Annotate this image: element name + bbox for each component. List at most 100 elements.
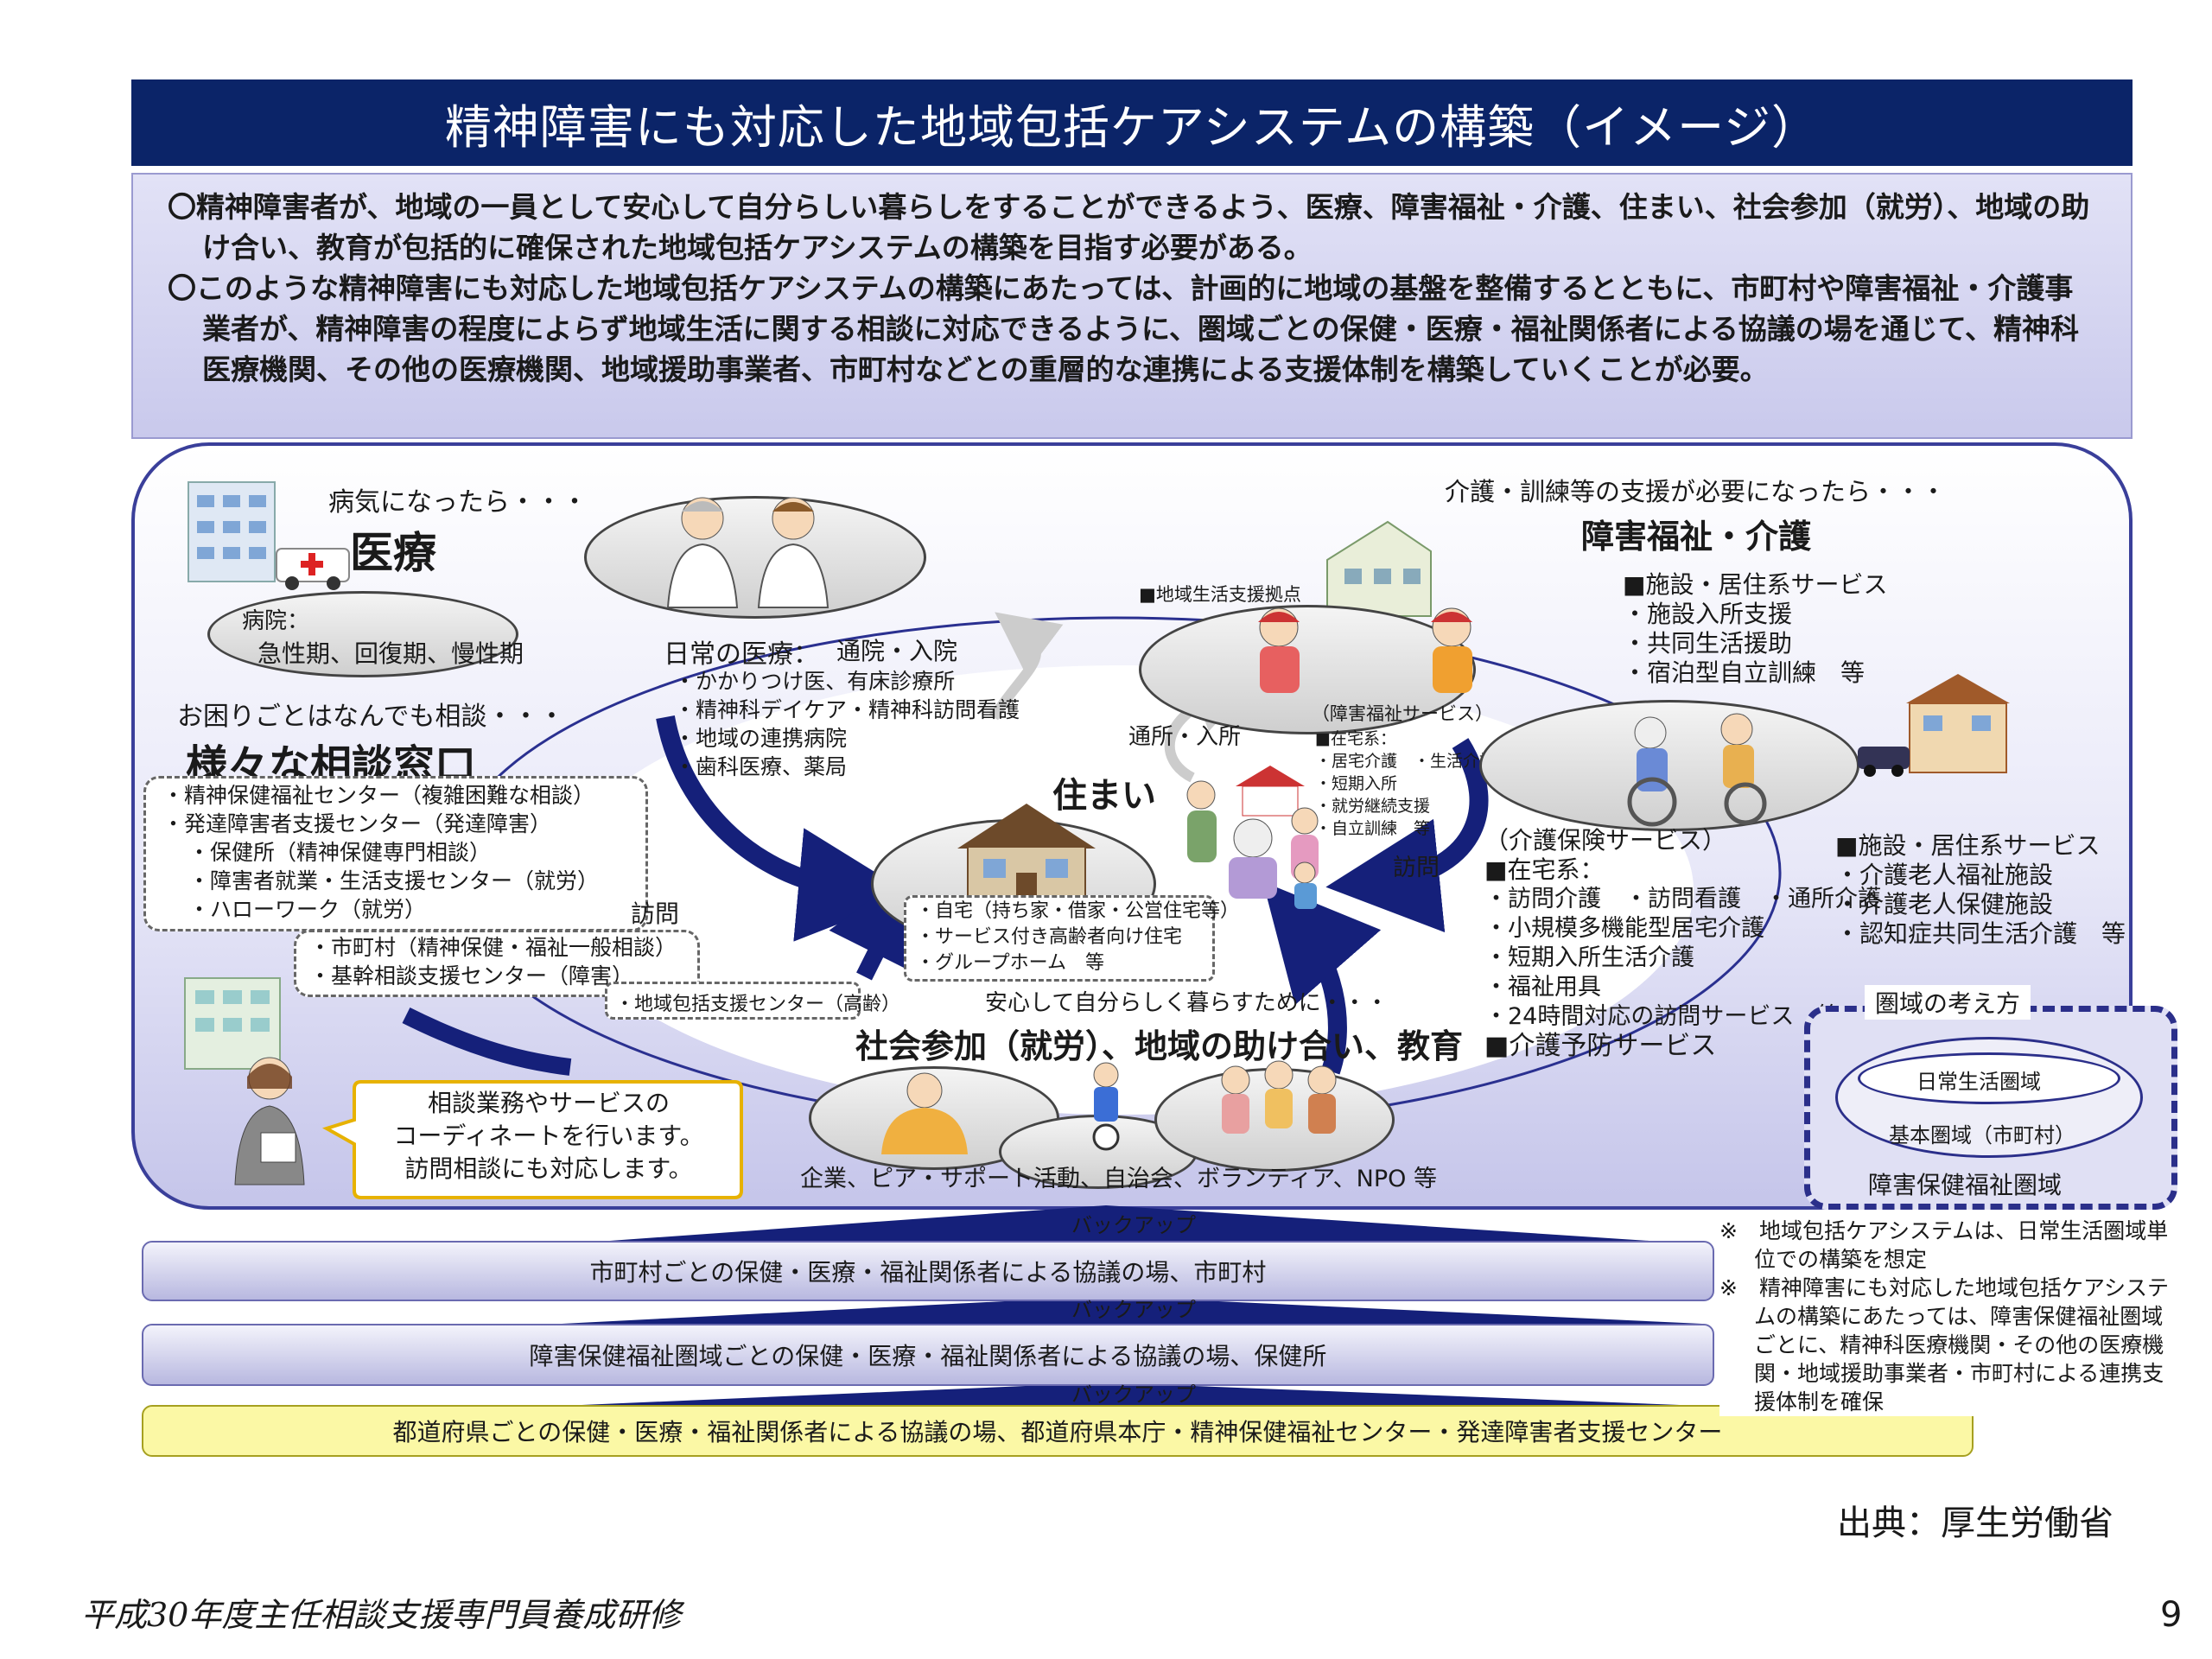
daily-medical-item: ・歯科医療、薬局: [674, 754, 848, 779]
social-caption: 安心して自分らしく暮らすために・・・: [985, 990, 1389, 1016]
note-1: ※ 地域包括ケアシステムは、日常生活圏域単位での構築を想定: [1719, 1218, 2169, 1272]
arrow-consult-left: [402, 1007, 572, 1076]
backup-label-3: バックアップ: [1071, 1382, 1196, 1407]
region-title: 圏域の考え方: [1865, 985, 2031, 1020]
kaigo-prevention: ■介護予防サービス: [1484, 1031, 1717, 1061]
welfare-service-label: （障害福祉サービス）: [1312, 703, 1493, 724]
footer-course-name: 平成30年度主任相談支援専門員養成研修: [81, 1596, 682, 1634]
welfare-heading: 障害福祉・介護: [1581, 518, 1812, 556]
bubble-line: コーディネートを行います。: [393, 1122, 704, 1150]
bubble-line: 相談業務やサービスの: [427, 1089, 670, 1117]
kaigo-shisetsu-title: ■施設・居住系サービス: [1835, 831, 2101, 860]
kaigo-item: ・福祉用具: [1484, 974, 1601, 1001]
region-outer-label: 障害保健福祉圏域: [1868, 1171, 2063, 1199]
kaigo-item: ・短期入所生活介護: [1484, 944, 1694, 971]
consult-list-2: ・市町村（精神保健・福祉一般相談） ・基幹相談支援センター（障害）: [309, 933, 677, 990]
hospital-detail: 急性期、回復期、慢性期: [257, 639, 524, 668]
family-icon: [1186, 766, 1319, 909]
chiiki-box: [605, 982, 861, 1020]
hospital-title: 病院：: [242, 608, 310, 634]
kaigo-title: （介護保険サービス）: [1484, 826, 1727, 855]
social-heading: 社会参加（就労）、地域の助け合い、教育: [855, 1027, 1464, 1065]
backup-wedge-1: [562, 1205, 1702, 1244]
caregivers-icon: [1258, 607, 1472, 693]
kaigo-shisetsu-item: ・認知症共同生活介護 等: [1835, 919, 2126, 948]
doctors-icon: [666, 497, 830, 608]
summary-box: 〇精神障害者が、地域の一員として安心して自分らしい暮らしをすることができるよう、…: [131, 173, 2133, 439]
base-label: ■地域生活支援拠点: [1139, 584, 1301, 605]
consult-visit-label: 訪問: [631, 899, 680, 928]
backup-label-2: バックアップ: [1071, 1298, 1196, 1322]
shisetsu-title: ■施設・居住系サービス: [1623, 570, 1888, 599]
shisetsu-item: ・共同生活援助: [1623, 629, 1793, 658]
note-2: ※ 精神障害にも対応した地域包括ケアシステムの構築にあたっては、障害保健福祉圏域…: [1719, 1275, 2169, 1414]
daily-medical-item: ・精神科デイケア・精神科訪問看護: [674, 697, 1020, 722]
kaigo-shisetsu-item: ・介護老人保健施設: [1835, 890, 2054, 918]
wheelchair-icon: [1627, 713, 1767, 827]
kaigo-item: ・訪問介護 ・訪問看護 ・通所介護: [1484, 886, 1881, 912]
arrow-gray-medical: [989, 612, 1064, 721]
medical-heading: 医療: [350, 528, 436, 578]
arrow-social-to-housing: [1262, 881, 1382, 1075]
hospital-icon: [188, 481, 276, 582]
doctor-ellipse: [584, 496, 926, 619]
municipal-council-label: 市町村ごとの保健・医療・福祉関係者による協議の場、市町村: [589, 1258, 1267, 1287]
zaitaku-list: ■在宅系： ・居宅介護 ・生活介護 ・短期入所 ・就労継続支援 ・自立訓練 等: [1315, 728, 1496, 840]
housing-item: ・自宅（持ち家・借家・公営住宅等）: [916, 900, 1240, 922]
consult-item: ・保健所（精神保健専門相談）: [188, 840, 492, 865]
medical-caption: 病気になったら・・・: [328, 487, 588, 518]
housing-list: ・自宅（持ち家・借家・公営住宅等） ・サービス付き高齢者向け住宅 ・グループホー…: [916, 899, 1239, 976]
child-soccer-icon: [1092, 1062, 1120, 1151]
daily-medical-title: 日常の医療：: [664, 639, 819, 670]
chiiki-label: ・地域包括支援センター（高齢）: [615, 994, 901, 1015]
social-partners: 企業、ピア・サポート活動、自治会、ボランティア、NPO 等: [800, 1166, 1437, 1192]
welfare-ellipse: [1139, 605, 1476, 734]
regional-council-bar: 障害保健福祉圏域ごとの保健・医療・福祉関係者による協議の場、保健所: [142, 1324, 1714, 1386]
kaigo-shisetsu-list: ■施設・居住系サービス ・介護老人福祉施設 ・介護老人保健施設 ・認知症共同生活…: [1835, 831, 2126, 949]
consult-item: ・障害者就業・生活支援センター（就労）: [188, 868, 600, 893]
summary-point-2: 〇このような精神障害にも対応した地域包括ケアシステムの構築にあたっては、計画的に…: [168, 271, 2080, 386]
consult-item: ・精神保健福祉センター（複雑困難な相談）: [162, 783, 595, 808]
consult-caption: お困りごとはなんでも相談・・・: [177, 702, 565, 732]
consult-item: ・ハローワーク（就労）: [188, 897, 427, 922]
kaigo-item: ・小規模多機能型居宅介護: [1484, 915, 1764, 942]
backup-wedge-2: [562, 1296, 1702, 1324]
page-title: 精神障害にも対応した地域包括ケアシステムの構築（イメージ）: [131, 79, 2133, 166]
daily-medical-item: ・地域の連携病院: [674, 726, 848, 751]
consult-item: ・市町村（精神保健・福祉一般相談）: [309, 935, 677, 960]
hospital-ellipse: [207, 591, 518, 677]
tsusho-label: 通所・入所: [1128, 724, 1242, 750]
consult-item: ・基幹相談支援センター（障害）: [309, 963, 634, 988]
zaitaku-item: ・短期入所: [1315, 774, 1398, 793]
arrow-welfare-to-housing: [1325, 738, 1489, 933]
shisetsu-item: ・施設入所支援: [1623, 600, 1793, 628]
backup-wedge-3: [562, 1382, 1702, 1406]
speech-bubble: [321, 1080, 743, 1199]
zaitaku-item: ・就労継続支援: [1315, 797, 1431, 816]
backup-label-1: バックアップ: [1071, 1213, 1196, 1237]
care-facility-icon: [1858, 674, 2010, 777]
housing-box: [904, 895, 1215, 982]
summary-point-1: 〇精神障害者が、地域の一員として安心して自分らしい暮らしをすることができるよう、…: [168, 190, 2090, 264]
region-inner-ellipse: [1858, 1052, 2120, 1104]
municipal-council-bar: 市町村ごとの保健・医療・福祉関係者による協議の場、市町村: [142, 1241, 1714, 1301]
daily-medical-visit: 通院・入院: [836, 637, 958, 665]
office-building-icon: [184, 977, 281, 1070]
zaitaku-item: ・自立訓練 等: [1315, 819, 1431, 838]
shisetsu-list: ■施設・居住系サービス ・施設入所支援 ・共同生活援助 ・宿泊型自立訓練 等: [1623, 570, 1887, 688]
prefecture-council-label: 都道府県ごとの保健・医療・福祉関係者による協議の場、都道府県本庁・精神保健福祉セ…: [392, 1418, 1723, 1446]
bubble-line: 訪問相談にも対応します。: [404, 1154, 693, 1183]
zaitaku-title: ■在宅系：: [1315, 729, 1396, 748]
notes: ※ 地域包括ケアシステムは、日常生活圏域単位での構築を想定 ※ 精神障害にも対応…: [1719, 1217, 2169, 1416]
region-middle-label: 基本圏域（市町村）: [1889, 1123, 2075, 1147]
source-label: 出典：厚生労働省: [1837, 1503, 2113, 1543]
consultant-person-icon: [234, 1057, 305, 1185]
daily-medical-item: ・かかりつけ医、有床診療所: [674, 669, 956, 694]
housing-item: ・サービス付き高齢者向け住宅: [916, 926, 1183, 948]
consult-list-1: ・精神保健福祉センター（複雑困難な相談） ・発達障害者支援センター（発達障害） …: [162, 781, 599, 924]
arrow-medical-to-housing: [656, 715, 912, 942]
housing-heading: 住まい: [1052, 776, 1156, 816]
kaigo-shisetsu-item: ・介護老人福祉施設: [1835, 861, 2054, 889]
consult-box-1: [143, 776, 648, 931]
welfare-caption: 介護・訓練等の支援が必要になったら・・・: [1445, 477, 1947, 506]
